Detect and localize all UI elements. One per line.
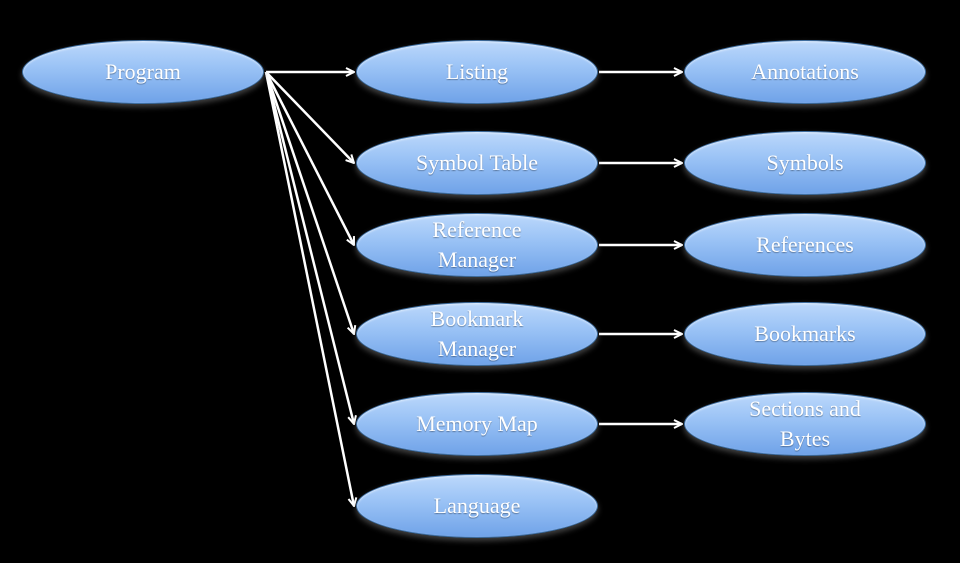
node-label: Memory Map <box>416 411 538 436</box>
node-label: Reference Manager <box>432 217 522 272</box>
node-label: Sections and Bytes <box>749 396 861 451</box>
node-language: Language <box>356 474 598 538</box>
arrow-program-to-memory-map <box>264 71 354 424</box>
node-label: References <box>756 232 854 257</box>
node-label: Bookmark Manager <box>430 306 524 361</box>
node-references: References <box>684 213 926 277</box>
node-label: Bookmarks <box>754 321 856 346</box>
node-label: Symbol Table <box>415 150 539 175</box>
node-bookmark-manager: Bookmark Manager <box>356 302 598 366</box>
node-sections-and-bytes: Sections and Bytes <box>684 392 926 456</box>
node-label: Listing <box>445 59 509 84</box>
node-label: Annotations <box>751 59 859 84</box>
node-annotations: Annotations <box>684 40 926 104</box>
node-symbols: Symbols <box>684 131 926 195</box>
arrow-program-to-symbol-table <box>265 71 354 163</box>
node-label: Language <box>433 493 521 518</box>
node-label: Program <box>105 59 181 84</box>
arrow-program-to-reference-manager <box>264 71 356 245</box>
node-label: Symbols <box>766 150 844 175</box>
arrow-program-to-bookmark-manager <box>264 71 354 334</box>
node-bookmarks: Bookmarks <box>684 302 926 366</box>
node-symbol-table: Symbol Table <box>356 131 598 195</box>
node-reference-manager: Reference Manager <box>356 213 598 277</box>
arrow-program-to-language <box>264 71 354 506</box>
node-program: Program <box>22 40 264 104</box>
node-memory-map: Memory Map <box>356 392 598 456</box>
node-listing: Listing <box>356 40 598 104</box>
